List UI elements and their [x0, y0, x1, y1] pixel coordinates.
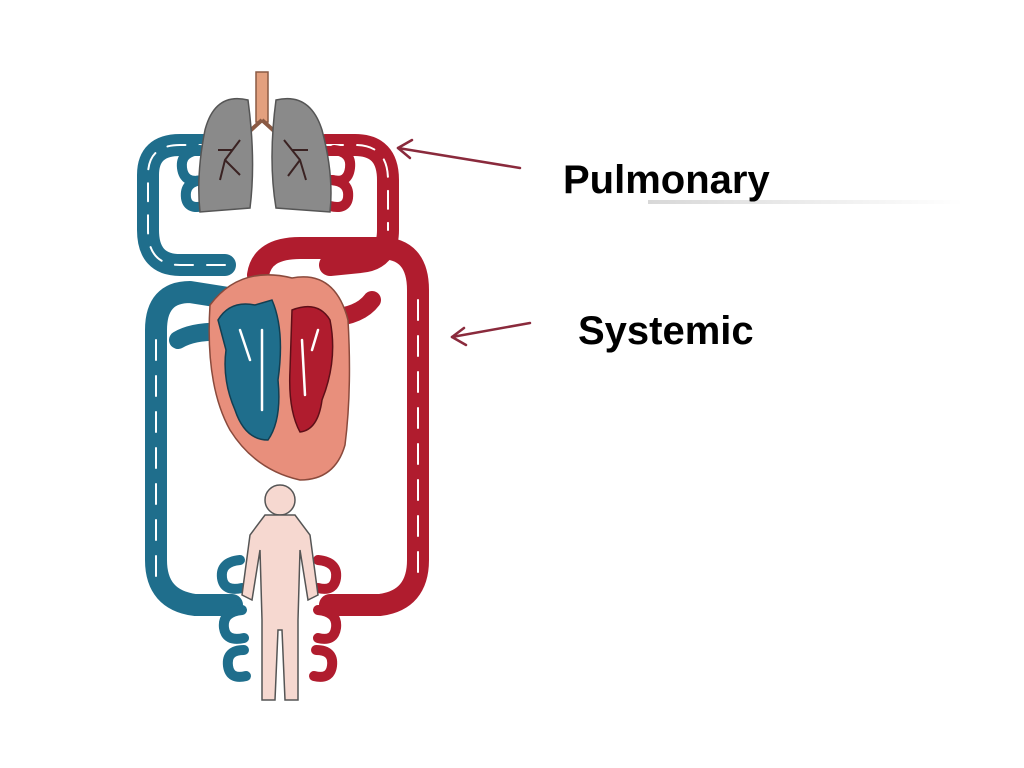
pulmonary-pointer-arrow-icon: [396, 138, 522, 170]
human-body-icon: [241, 484, 319, 701]
lungs-icon: [198, 71, 332, 213]
heart-icon: [208, 274, 351, 481]
pulmonary-artery-red: [314, 134, 399, 276]
systemic-pointer-arrow-icon: [450, 321, 532, 347]
pulmonary-label: Pulmonary: [563, 158, 770, 202]
systemic-vein-blue: [145, 281, 251, 682]
systemic-label: Systemic: [578, 309, 754, 353]
title-underline: [648, 200, 963, 204]
pulmonary-vein-blue: [137, 134, 236, 276]
